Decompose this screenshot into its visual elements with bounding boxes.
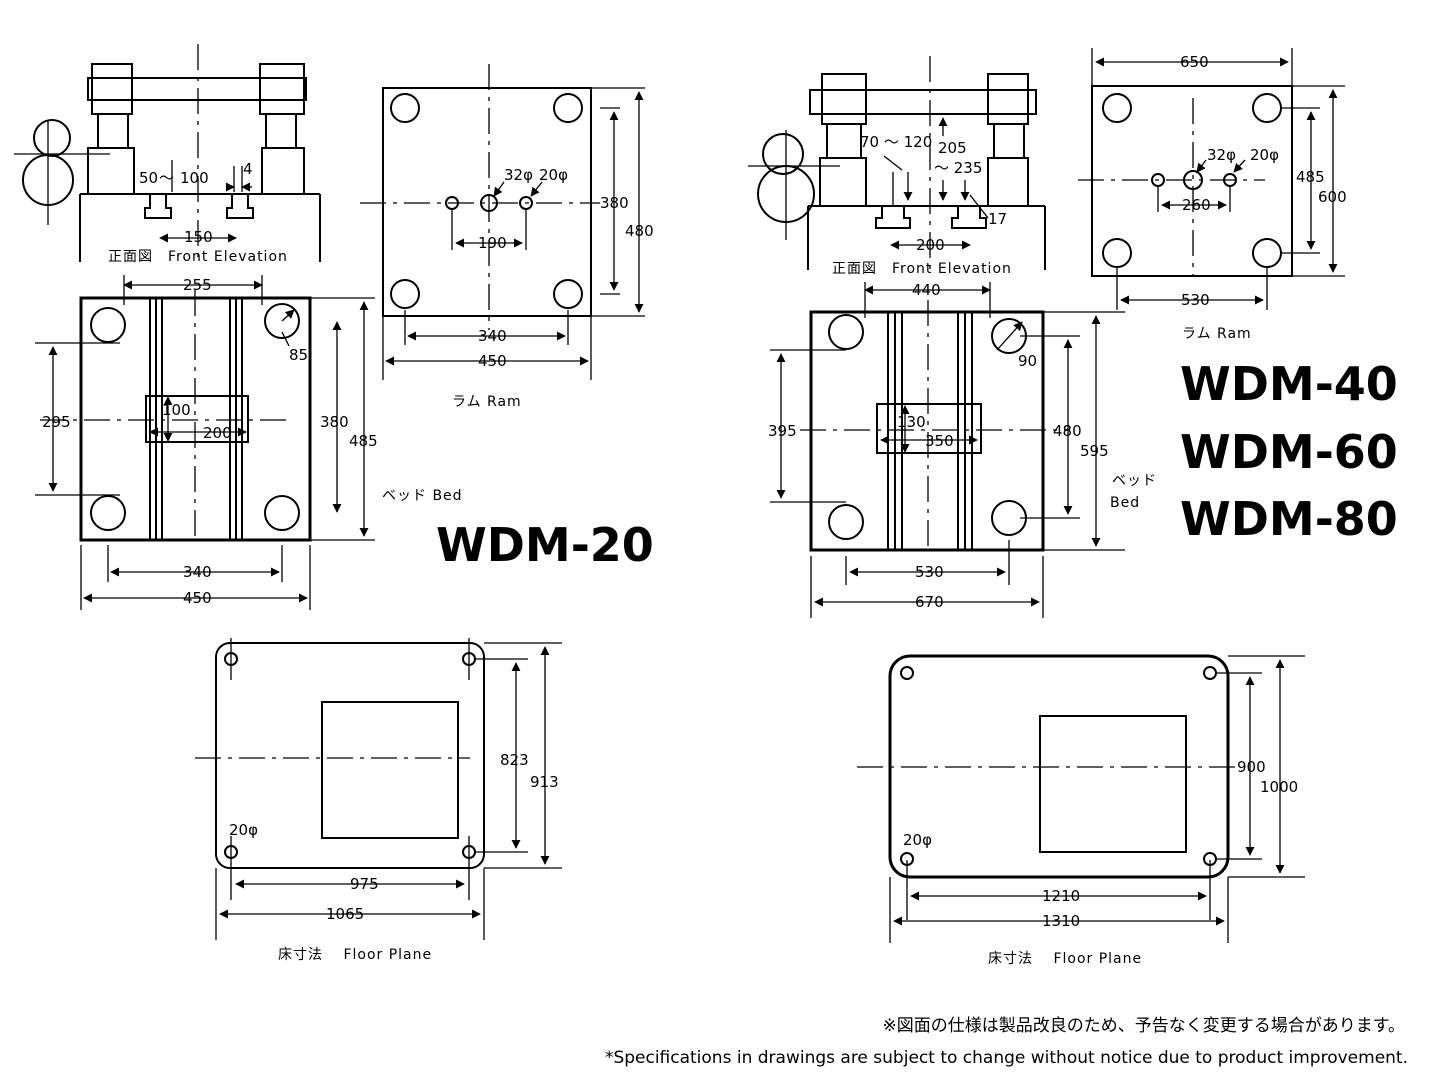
dim-label: 85 [289,346,308,364]
model-title-wdm40: WDM-40 [1180,357,1398,411]
caption-front-elevation: 正面図 Front Elevation [832,261,1012,277]
dim-label: 530 [915,563,944,581]
dim-label: 480 [1053,422,1082,440]
dim-label: 340 [478,327,507,345]
caption-ram: ラム Ram [1182,326,1252,342]
dim-label: 130 [897,413,926,431]
dim-label: 485 [1296,168,1325,186]
dim-label: 70 ～ 120 [860,133,932,151]
caption-ram: ラム Ram [452,394,522,410]
dim-label: 4 [243,160,253,178]
bed-plan-wdm20: 255 85 295 100 200 380 485 340 450 ベッド B… [35,275,463,610]
caption-bed-jp: ベッド [1112,473,1157,489]
note-english: *Specifications in drawings are subject … [605,1048,1408,1068]
front-elevation-wdm20: 50 ～ 100 4 150 正面図 Front Elevation [14,44,321,265]
caption-bed: ベッド Bed [382,488,463,504]
caption-floor-plane: 床寸法 Floor Plane [278,947,432,963]
dim-label: 975 [350,875,379,893]
dim-label: 395 [768,422,797,440]
ram-plan-wdm40: 650 32φ 20φ 260 485 600 530 ラム Ram [1078,48,1347,342]
dim-label: 100 [180,169,209,187]
dim-label: 670 [915,593,944,611]
caption-front-elevation: 正面図 Front Elevation [108,249,288,265]
model-title-wdm80: WDM-80 [1180,492,1398,546]
model-title-wdm20: WDM-20 [436,518,654,572]
dim-label: 200 [916,236,945,254]
dim-label: 530 [1181,291,1210,309]
bed-plan-wdm40: 440 90 395 130 350 480 595 530 670 ベッド B… [768,281,1157,618]
dim-label: ～ 235 [934,159,982,177]
dim-label: 600 [1318,188,1347,206]
floor-plan-wdm20: 823 913 20φ 975 1065 床寸法 Floor Plane [195,638,562,963]
dim-label: 380 [600,194,629,212]
dim-label: 50 [139,169,158,187]
dim-label: 913 [530,773,559,791]
dim-label: 205 [938,139,967,157]
dim-label: 650 [1180,53,1209,71]
floor-plan-wdm40: 900 1000 20φ 1210 1310 床寸法 Floor Plane [857,654,1305,967]
caption-bed-en: Bed [1110,495,1140,511]
dim-label: 380 [320,413,349,431]
dim-label: 190 [478,234,507,252]
dim-label: 17 [988,210,1007,228]
dim-label: 340 [183,563,212,581]
dim-label: 350 [925,432,954,450]
model-title-wdm60: WDM-60 [1180,425,1398,479]
dim-label: 90 [1018,352,1037,370]
caption-floor-plane: 床寸法 Floor Plane [988,951,1142,967]
dim-label: 1000 [1260,778,1298,796]
dim-label: 900 [1237,758,1266,776]
dim-label: 295 [42,413,71,431]
dim-label: 20φ [229,821,258,839]
dim-label: 450 [478,352,507,370]
dim-label: 1310 [1042,912,1080,930]
dim-label: 485 [349,432,378,450]
dim-label: 480 [625,222,654,240]
dim-label: 595 [1080,442,1109,460]
dim-label: 823 [500,751,529,769]
front-elevation-wdm40: 70 ～ 120 205 ～ 235 17 200 正面図 Front Elev… [748,56,1046,277]
dim-label: ～ [159,169,174,187]
dim-label: 20φ [903,831,932,849]
dim-label: 255 [183,276,212,294]
dim-label: 440 [912,281,941,299]
dim-label: 450 [183,589,212,607]
ram-plan-wdm20: 32φ 20φ 190 380 480 340 450 ラム Ram [360,64,654,410]
dim-label: 20φ [1250,146,1279,164]
dim-label: 150 [184,228,213,246]
dim-label: 32φ [1207,146,1236,164]
dim-label: 32φ [504,166,533,184]
dim-label: 20φ [539,166,568,184]
dim-label: 100 [162,401,191,419]
dim-label: 1210 [1042,887,1080,905]
dim-label: 260 [1182,196,1211,214]
note-japanese: ※図面の仕様は製品改良のため、予告なく変更する場合があります。 [882,1016,1405,1036]
dim-label: 1065 [326,905,364,923]
dim-label: 200 [203,424,232,442]
